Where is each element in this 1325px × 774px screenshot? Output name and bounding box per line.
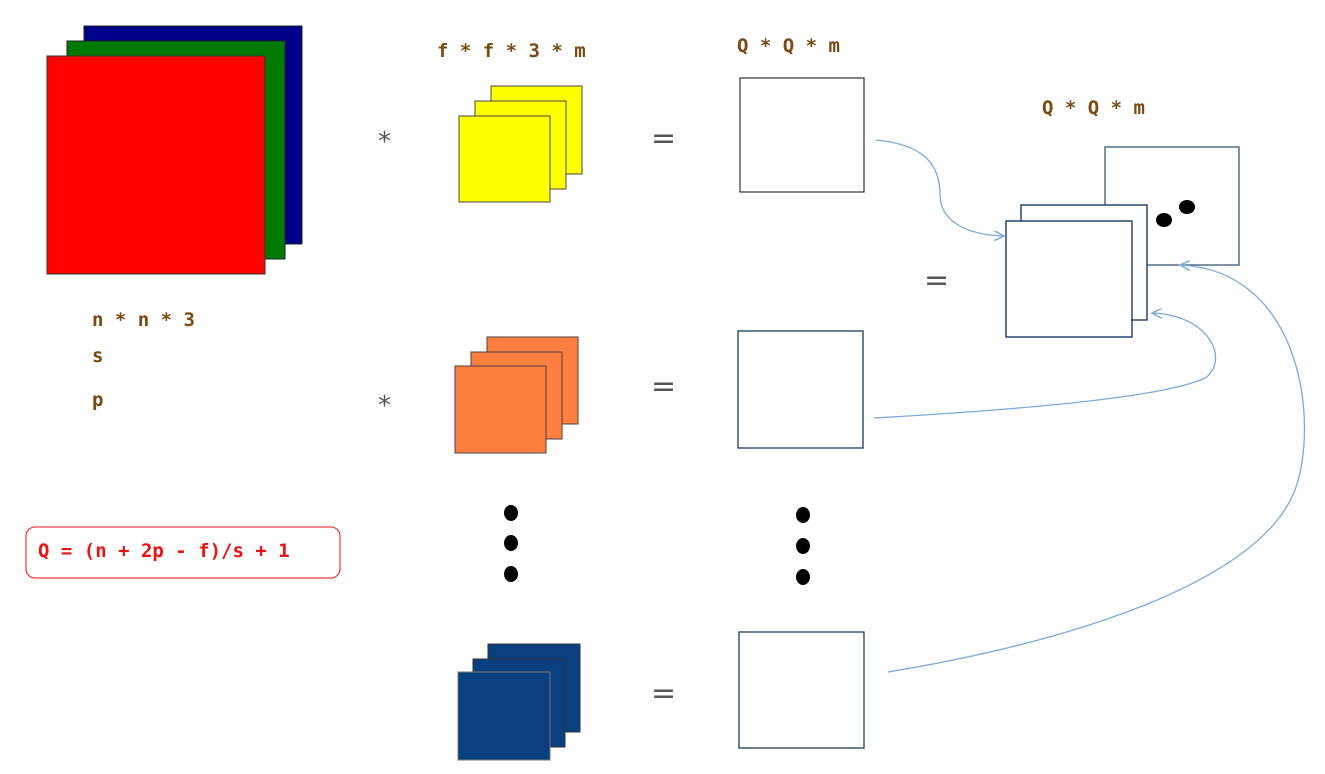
filter-stack-yellow [458, 85, 583, 203]
arrow-output-m-to-stack [887, 265, 1306, 673]
equals-sign-2: = [651, 369, 676, 404]
convolution-operator-1: * [378, 127, 391, 157]
ellipsis-dots-icon [1179, 200, 1195, 214]
filter-stack-orange [454, 336, 579, 454]
equals-sign-3: = [651, 676, 676, 711]
formula-box: Q = (n + 2p - f)/s + 1 [25, 526, 341, 579]
formula-border [25, 526, 341, 579]
stacked-output-volume [1005, 146, 1240, 338]
convolution-operator-2: * [378, 391, 391, 421]
arrow-output-1-to-stack [875, 139, 1004, 236]
ellipsis-dots-icon [796, 507, 810, 585]
filter-stack-navy [457, 643, 581, 761]
arrow-output-2-to-stack [873, 313, 1217, 419]
padding-label: p [92, 389, 103, 411]
output-map-2 [737, 330, 864, 449]
output-map-1 [739, 77, 865, 193]
output-dims-label: Q * Q * m [737, 35, 840, 57]
ellipsis-dots-icon [504, 505, 518, 582]
input-channel-red [46, 55, 266, 275]
equals-sign-1: = [651, 121, 676, 156]
ellipsis-dots-icon [1156, 213, 1172, 227]
stacked-output-dims-label: Q * Q * m [1042, 97, 1145, 119]
input-dims-label: n * n * 3 [92, 309, 195, 331]
input-volume [46, 25, 303, 275]
stride-label: s [92, 345, 103, 367]
equals-sign-stack: = [924, 263, 949, 298]
output-size-formula: Q = (n + 2p - f)/s + 1 [38, 540, 290, 562]
filter-dims-label: f * f * 3 * m [437, 40, 586, 62]
output-map-m [738, 631, 865, 749]
stacked-map-front [1005, 220, 1133, 338]
